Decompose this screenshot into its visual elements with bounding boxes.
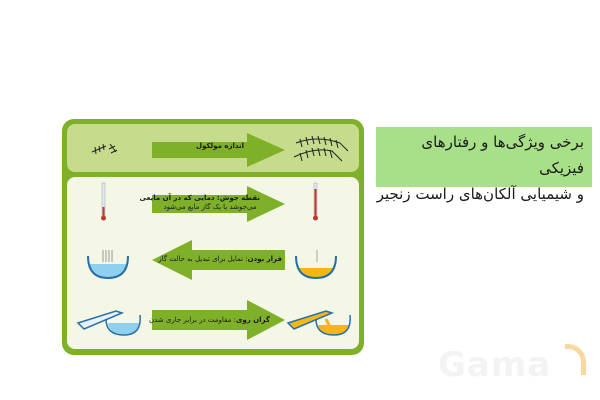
viscosity-label: گران روی: مقاومت در برابر جاری شدن [149,316,270,325]
boiling-point-line1: نقطه جوش: دمایی که در آن مایعی [139,194,260,202]
small-molecule-icon [91,143,118,155]
watermark-logo: Gama [438,345,552,385]
thermometer-high-icon [313,182,318,221]
arrow-left-volatility [152,240,285,280]
evaporating-dish-icon [87,250,129,280]
thermometer-low-icon [101,182,106,221]
volatility-label: فرار بودن: تمایل برای تبدیل به حالت گاز [158,255,282,264]
pouring-viscous-liquid-icon [286,310,351,336]
arrow-right-boiling [152,186,285,222]
slide-title-line2: و شیمیایی آلکان‌های راست زنجیر [376,185,584,203]
logo-arc-icon [565,344,586,375]
viscosity-definition: : مقاومت در برابر جاری شدن [148,316,236,324]
slide-title: برخی ویژگی‌ها و رفتارهای فیزیکی و شیمیای… [376,129,584,207]
volatility-definition: : تمایل برای تبدیل به حالت گاز [158,255,248,263]
boiling-point-label: نقطه جوش: دمایی که در آن مایعی می‌جوشد ی… [139,194,260,212]
viscosity-term: گران روی [235,316,270,324]
large-molecule-icon [293,135,349,162]
slide-title-box: برخی ویژگی‌ها و رفتارهای فیزیکی و شیمیای… [376,127,592,203]
volatility-term: فرار بودن [247,255,282,263]
arrow-right-molecule [152,133,285,167]
liquid-dish-icon [295,250,337,280]
arrow-right-viscosity [152,300,285,340]
slide-title-line1: برخی ویژگی‌ها و رفتارهای فیزیکی [421,133,584,177]
molecule-size-label: اندازه مولکول [196,142,244,150]
pouring-thin-liquid-icon [76,310,141,336]
boiling-point-line2: می‌جوشد یا یک گاز مایع می‌شود [163,203,257,211]
